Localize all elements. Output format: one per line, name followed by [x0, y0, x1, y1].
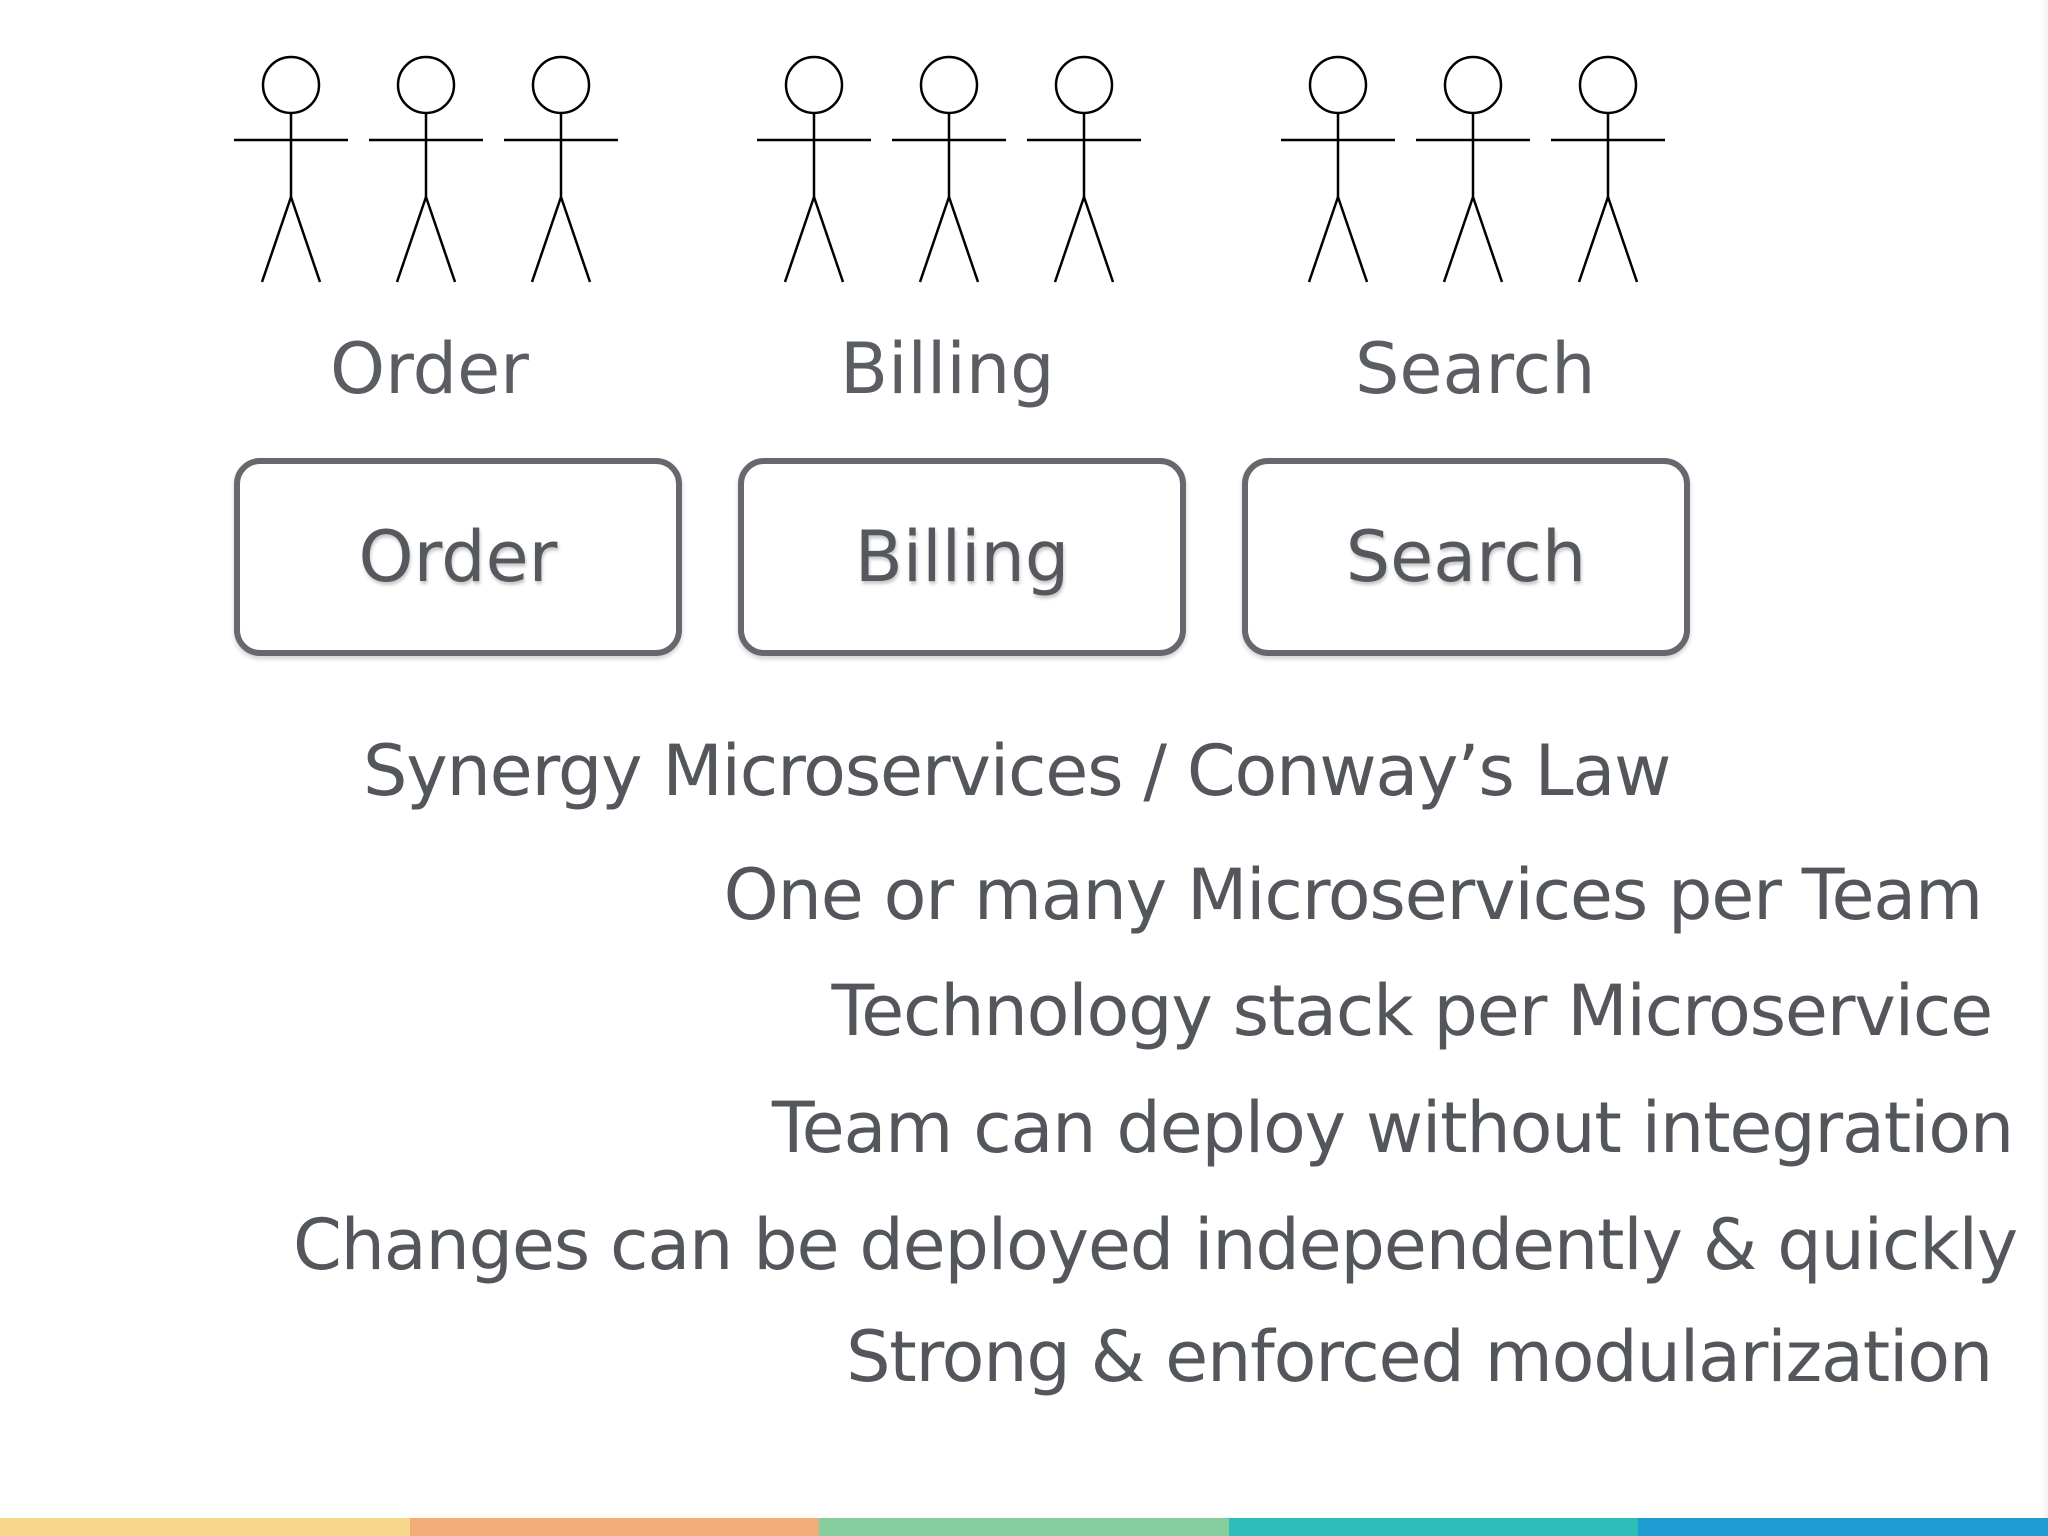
bullet-line: Strong & enforced modularization	[846, 1316, 1993, 1398]
bullet-line: Changes can be deployed independently & …	[292, 1204, 2018, 1286]
stripe-blue	[1638, 1518, 2048, 1536]
team-label: Search	[1355, 328, 1596, 410]
bullet-line: Technology stack per Microservice	[831, 970, 1993, 1052]
team-search: Search	[1280, 52, 1680, 404]
stick-figure-icon	[234, 55, 348, 283]
team-order-figures	[234, 55, 618, 283]
stick-figure-icon	[369, 55, 483, 283]
team-search-figures	[1281, 55, 1665, 283]
stick-figure-icon	[504, 55, 618, 283]
slide-title: Synergy Microservices / Conway’s Law	[363, 730, 1671, 812]
service-box-billing: Billing	[738, 458, 1186, 656]
bottom-stripe-bar	[0, 1518, 2048, 1536]
service-box-search: Search	[1242, 458, 1690, 656]
stick-figure-icon	[892, 55, 1006, 283]
stick-figure-icon	[757, 55, 871, 283]
bullet-line: One or many Microservices per Team	[723, 854, 1984, 936]
bullet-line: Team can deploy without integration	[771, 1087, 2014, 1169]
stick-figure-icon	[1281, 55, 1395, 283]
service-label: Order	[358, 516, 558, 598]
stripe-yellow	[0, 1518, 410, 1536]
service-label: Billing	[854, 516, 1070, 598]
stick-figure-icon	[1416, 55, 1530, 283]
stripe-green	[819, 1518, 1229, 1536]
right-edge-shadow	[2040, 0, 2048, 1518]
stick-figure-icon	[1027, 55, 1141, 283]
service-label: Search	[1345, 516, 1587, 598]
service-box-order: Order	[234, 458, 682, 656]
team-order: Order	[233, 52, 633, 404]
team-label: Order	[330, 328, 529, 410]
team-billing-figures	[757, 55, 1141, 283]
stripe-orange	[409, 1518, 820, 1536]
team-billing: Billing	[756, 52, 1156, 404]
stick-figure-icon	[1551, 55, 1665, 283]
stripe-teal	[1228, 1518, 1639, 1536]
team-label: Billing	[840, 328, 1055, 410]
